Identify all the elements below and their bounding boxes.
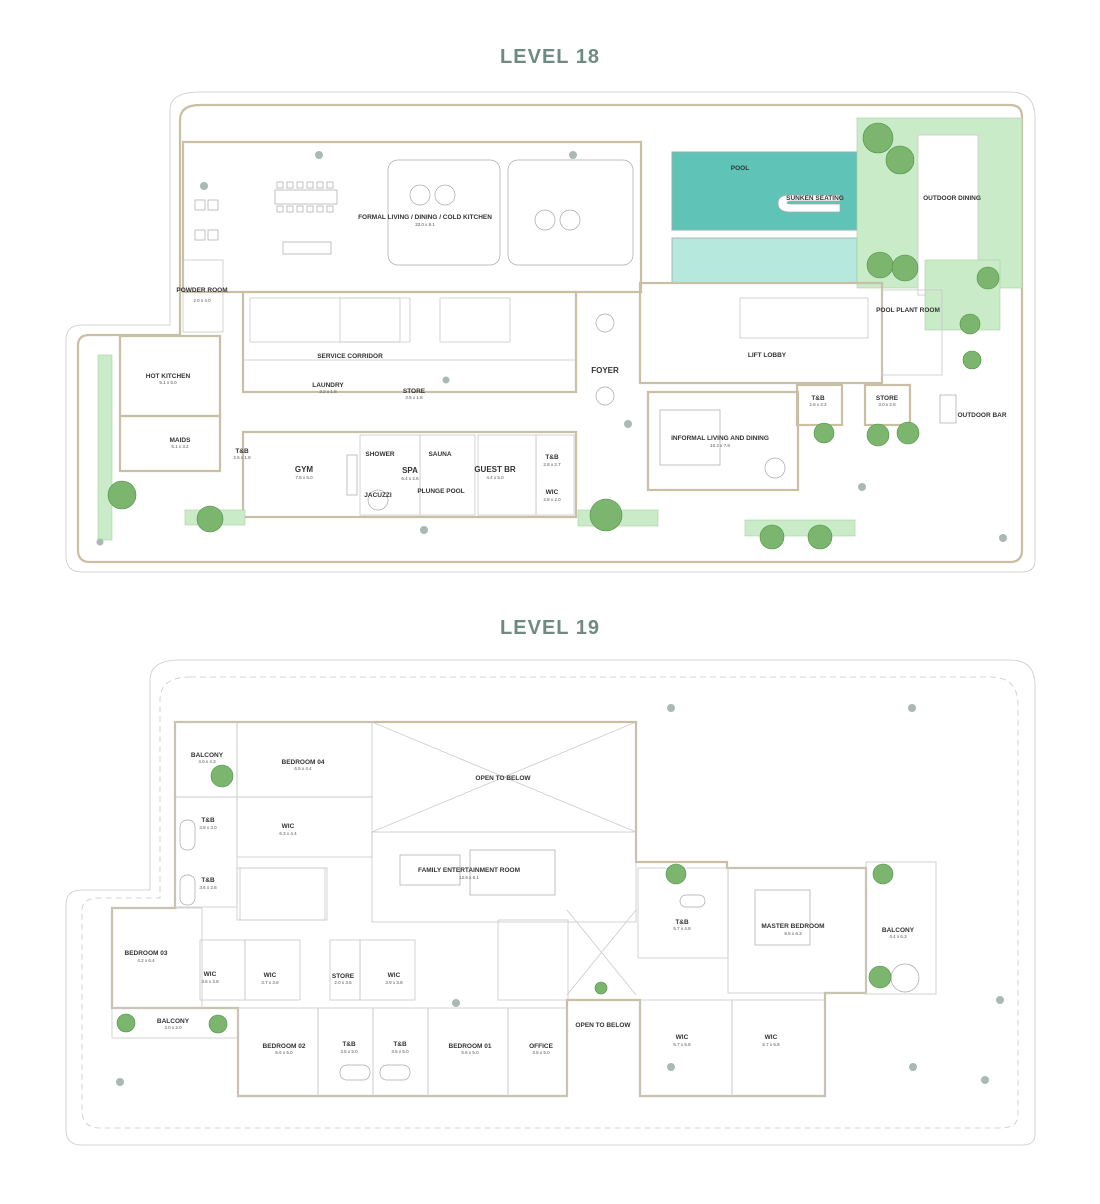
room-dim-tb-b: 3.6 x 2.8 — [199, 885, 217, 890]
room-label-wic-18: WIC — [546, 489, 559, 496]
room-label-guest-br: GUEST BR — [474, 465, 516, 474]
room-label-tb-c: T&B — [675, 919, 689, 926]
room-label-store-18b: STORE — [876, 395, 899, 402]
room-dim-family-entertainment: 12.6 x 6.1 — [459, 875, 479, 880]
room-dim-guest-br: 4.4 x 5.0 — [486, 475, 504, 480]
room-label-formal-living: FORMAL LIVING / DINING / COLD KITCHEN — [358, 214, 492, 221]
room-dim-bedroom-01: 5.6 x 5.0 — [461, 1050, 479, 1055]
room-dim-balcony-b: 4.4 x 6.3 — [889, 934, 907, 939]
room-label-bedroom-04: BEDROOM 04 — [282, 759, 325, 766]
room-dim-bedroom-04: 6.5 x 4.4 — [294, 766, 312, 771]
room-label-plunge-pool: PLUNGE POOL — [417, 488, 464, 495]
room-label-bedroom-03: BEDROOM 03 — [125, 950, 168, 957]
room-label-lift-lobby: LIFT LOBBY — [748, 352, 787, 359]
room-dim-balcony-c: 3.0 x 2.0 — [164, 1025, 182, 1030]
room-label-laundry: LAUNDRY — [312, 382, 344, 389]
room-dim-tb-e: 3.5 x 5.0 — [391, 1049, 409, 1054]
room-dim-gym: 7.8 x 5.0 — [295, 475, 313, 480]
room-dim-store-18a: 3.5 x 1.8 — [405, 395, 423, 400]
room-label-balcony-a: BALCONY — [191, 752, 224, 759]
room-dim-tb-18a: 2.6 x 1.8 — [233, 455, 251, 460]
room-label-family-entertainment: FAMILY ENTERTAINMENT ROOM — [418, 867, 520, 874]
room-label-wic-f: WIC — [765, 1034, 778, 1041]
room-dim-bedroom-03: 4.2 x 6.4 — [137, 958, 155, 963]
room-label-tb-18c: T&B — [811, 395, 825, 402]
room-label-hot-kitchen: HOT KITCHEN — [146, 373, 191, 380]
room-dim-powder-room: 2.0 x 4.0 — [193, 298, 211, 303]
room-label-tb-18a: T&B — [235, 448, 249, 455]
room-dim-tb-c: 5.7 x 4.8 — [673, 926, 691, 931]
room-label-tb-d: T&B — [342, 1041, 356, 1048]
room-dim-store-18b: 3.0 x 2.8 — [878, 402, 896, 407]
room-label-bedroom-02: BEDROOM 02 — [263, 1043, 306, 1050]
room-label-shower: SHOWER — [365, 451, 395, 458]
room-label-maids: MAIDS — [170, 437, 192, 444]
room-dim-informal-living: 10.2 x 7.8 — [710, 443, 730, 448]
room-label-pool-plant-room: POOL PLANT ROOM — [876, 307, 940, 314]
room-dim-store-19: 2.0 x 3.6 — [334, 980, 352, 985]
room-dim-tb-18c: 2.6 x 2.2 — [809, 402, 827, 407]
room-label-informal-living: INFORMAL LIVING AND DINING — [671, 435, 769, 442]
room-dim-wic-b: 3.6 x 3.8 — [201, 979, 219, 984]
room-label-tb-a: T&B — [201, 817, 215, 824]
room-label-powder-room: POWDER ROOM — [176, 287, 227, 294]
room-label-wic-b: WIC — [204, 971, 217, 978]
room-label-bedroom-01: BEDROOM 01 — [449, 1043, 492, 1050]
room-label-open-to-below-2: OPEN TO BELOW — [575, 1022, 631, 1029]
room-label-service-corridor: SERVICE CORRIDOR — [317, 353, 383, 360]
room-label-wic-d: WIC — [388, 972, 401, 979]
room-dim-laundry: 3.2 x 1.8 — [319, 389, 337, 394]
room-label-store-19: STORE — [332, 973, 355, 980]
room-label-tb-18b: T&B — [545, 454, 559, 461]
room-dim-balcony-a: 4.0 x 4.3 — [198, 759, 216, 764]
room-dim-wic-f: 5.7 x 5.8 — [762, 1042, 780, 1047]
level-18-plan: FORMAL LIVING / DINING / COLD KITCHEN 33… — [65, 91, 1036, 573]
room-label-balcony-c: BALCONY — [157, 1018, 190, 1025]
room-label-wic-c: WIC — [264, 972, 277, 979]
room-label-gym: GYM — [295, 465, 314, 474]
room-dim-tb-d: 3.5 x 5.0 — [340, 1049, 358, 1054]
room-label-foyer: FOYER — [591, 366, 619, 375]
room-label-office: OFFICE — [529, 1043, 553, 1050]
room-dim-wic-e: 5.7 x 5.8 — [673, 1042, 691, 1047]
room-label-tb-b: T&B — [201, 877, 215, 884]
room-dim-wic-d: 3.9 x 3.8 — [385, 980, 403, 985]
level-19-title: LEVEL 19 — [500, 617, 600, 639]
level-19-plan: BALCONY 4.0 x 4.3 BEDROOM 04 6.5 x 4.4 O… — [65, 659, 1036, 1146]
room-label-store-18a: STORE — [403, 388, 426, 395]
room-label-open-to-below-1: OPEN TO BELOW — [475, 775, 531, 782]
room-dim-office: 3.5 x 5.0 — [532, 1050, 550, 1055]
room-label-balcony-b: BALCONY — [882, 927, 915, 934]
level-18-title: LEVEL 18 — [500, 46, 600, 68]
room-label-tb-e: T&B — [393, 1041, 407, 1048]
room-label-pool: POOL — [731, 165, 749, 172]
room-dim-formal-living: 33.0 x 9.1 — [415, 222, 435, 227]
room-dim-spa: 6.4 x 2.6 — [401, 476, 419, 481]
room-label-jacuzzi: JACUZZI — [364, 492, 392, 499]
room-label-spa: SPA — [402, 466, 418, 475]
room-dim-wic-18: 2.8 x 2.0 — [543, 497, 561, 502]
room-label-master-bedroom: MASTER BEDROOM — [761, 923, 824, 930]
room-dim-maids: 5.1 x 3.2 — [171, 444, 189, 449]
room-label-wic-e: WIC — [676, 1034, 689, 1041]
room-label-outdoor-dining: OUTDOOR DINING — [923, 195, 981, 202]
room-dim-wic-a: 6.3 x 4.4 — [279, 831, 297, 836]
room-label-outdoor-bar: OUTDOOR BAR — [957, 412, 1006, 419]
room-dim-hot-kitchen: 5.1 x 5.0 — [159, 380, 177, 385]
room-dim-tb-a: 3.8 x 3.0 — [199, 825, 217, 830]
room-dim-bedroom-02: 5.6 x 5.0 — [275, 1050, 293, 1055]
room-dim-wic-c: 3.7 x 3.6 — [261, 980, 279, 985]
room-label-sunken-seating: SUNKEN SEATING — [786, 195, 844, 202]
room-dim-master-bedroom: 8.5 x 6.3 — [784, 931, 802, 936]
room-dim-tb-18b: 2.8 x 2.7 — [543, 462, 561, 467]
room-label-sauna: SAUNA — [428, 451, 451, 458]
room-label-wic-a: WIC — [282, 823, 295, 830]
